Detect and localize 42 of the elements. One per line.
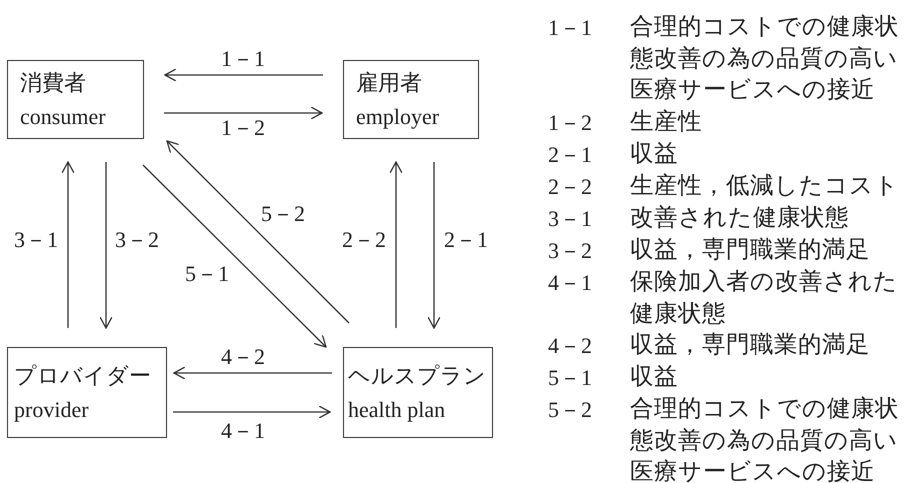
box-title: 消費者 xyxy=(20,68,86,96)
arrow xyxy=(173,366,332,380)
box-title: プロバイダー xyxy=(14,362,151,390)
item-number: 4－1 xyxy=(548,269,592,297)
box-title: 雇用者 xyxy=(356,68,422,96)
item-description: 収益 xyxy=(630,140,679,169)
box-subtitle: consumer xyxy=(20,102,106,130)
entity-box xyxy=(7,347,167,438)
item-description: 収益 xyxy=(630,363,679,392)
entity-box xyxy=(343,347,493,438)
item-number: 3－1 xyxy=(548,205,592,233)
entity-box xyxy=(343,60,479,139)
arrow xyxy=(142,164,327,348)
box-subtitle: health plan xyxy=(348,396,446,424)
arrow xyxy=(427,162,441,329)
item-description: 生産性，低減したコスト xyxy=(630,172,900,201)
item-number: 5－2 xyxy=(548,396,592,424)
arrow xyxy=(99,162,113,329)
arrow xyxy=(61,161,75,328)
item-description: 収益，専門職業的満足 xyxy=(630,236,871,265)
arrow xyxy=(164,106,323,120)
box-subtitle: employer xyxy=(356,102,440,131)
entity-box xyxy=(7,60,144,139)
item-description: 合理的コストでの健康状態改善の為の品質の高い医療サービスへの接近 xyxy=(630,395,900,483)
arrow xyxy=(173,405,331,419)
arrow xyxy=(389,161,403,328)
item-number: 4－2 xyxy=(548,332,592,360)
item-number: 3－2 xyxy=(548,237,592,265)
item-number: 5－1 xyxy=(548,364,592,392)
box-subtitle: provider xyxy=(14,396,89,424)
item-number: 2－2 xyxy=(548,173,592,201)
arrow xyxy=(166,140,350,324)
item-description: 生産性 xyxy=(630,108,703,137)
item-number: 1－2 xyxy=(548,109,592,137)
item-description: 改善された健康状態 xyxy=(630,204,850,233)
item-description: 収益，専門職業的満足 xyxy=(630,331,871,360)
item-number: 1－1 xyxy=(548,14,592,42)
item-description: 保険加入者の改善された健康状態 xyxy=(630,268,899,329)
box-title: ヘルスプラン xyxy=(348,362,486,390)
item-description: 合理的コストでの健康状態改善の為の品質の高い医療サービスへの接近 xyxy=(630,13,900,106)
arrow xyxy=(164,68,323,82)
item-number: 2－1 xyxy=(548,141,592,169)
